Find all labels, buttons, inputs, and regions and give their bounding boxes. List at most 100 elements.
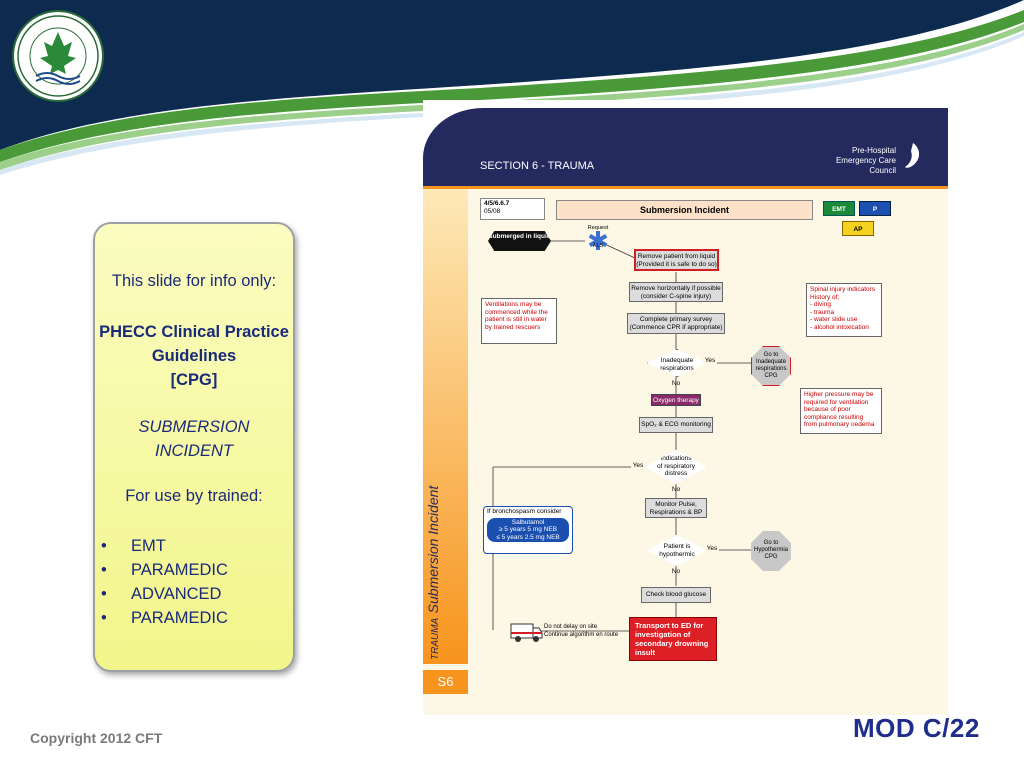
- ambulance-icon: [510, 623, 543, 642]
- goto2-line-b: Hypothermia: [753, 547, 788, 553]
- bronchospasm-title: If bronchospasm consider: [487, 508, 562, 515]
- badge-emt: EMT: [823, 201, 855, 216]
- note-do-not-delay: Do not delay on site Continue algorithm …: [544, 624, 626, 639]
- badge-ap: AP: [842, 221, 874, 236]
- step-survey-line-b: (Commence CPR if appropriate): [629, 323, 723, 331]
- salbutamol-name: Salbutamol: [511, 518, 545, 526]
- info-line-1: This slide for info only:: [111, 272, 277, 290]
- list-item: PARAMEDIC: [95, 606, 228, 630]
- goto1-line-b: Inadequate: [755, 359, 787, 365]
- no-label: No: [671, 486, 681, 493]
- decision-hypo-line-a: Patient is: [663, 543, 691, 550]
- list-item: EMT: [95, 534, 228, 558]
- flowchart-title: Submersion Incident: [556, 200, 813, 220]
- version-number: 4/5/6.6.7: [484, 200, 510, 207]
- info-trained-label: For use by trained:: [125, 487, 263, 505]
- info-topic-line-a: SUBMERSION: [138, 418, 250, 436]
- delay-line-b: Continue algorithm en route: [544, 631, 619, 638]
- note-spinal-line: - alcohol intoxication: [810, 323, 869, 331]
- phecc-line-3: Council: [869, 166, 896, 175]
- decision-resp-line-a: Inadequate: [660, 357, 694, 364]
- badge-p: P: [859, 201, 891, 216]
- decision-distress-line-a: Indications: [660, 455, 692, 462]
- goto-inadequate-respirations: Go to Inadequate respirations CPG: [751, 346, 791, 386]
- step-monitor-pulse: Monitor Pulse, Respirations & BP: [645, 498, 707, 518]
- trained-list: EMT PARAMEDIC ADVANCED PARAMEDIC: [95, 534, 228, 630]
- step-check-glucose: Check blood glucose: [641, 587, 711, 603]
- phecc-logo-icon: [905, 143, 920, 168]
- monitor-line-b: Respirations & BP: [649, 508, 703, 516]
- doc-section-title: SECTION 6 - TRAUMA: [480, 160, 594, 172]
- info-topic-line-b: INCIDENT: [155, 442, 233, 460]
- no-label: No: [671, 380, 681, 387]
- note-spinal-line: - diving: [810, 301, 831, 308]
- step-spo2-ecg: SpO₂ & ECG monitoring: [639, 417, 713, 433]
- star-request: Request: [587, 225, 609, 231]
- info-guidelines-line-a: PHECC Clinical Practice: [99, 323, 289, 341]
- module-reference: MOD C/22: [853, 713, 980, 743]
- delay-line-a: Do not delay on site: [544, 624, 598, 630]
- info-guidelines-heading: PHECC Clinical Practice Guidelines [CPG]: [95, 320, 293, 392]
- doc-divider: [423, 186, 948, 189]
- phecc-line-2: Emergency Care: [835, 156, 896, 165]
- salbutamol-dose-1: ≥ 5 years 5 mg NEB: [498, 526, 558, 533]
- step-oxygen-therapy: Oxygen therapy: [651, 394, 701, 406]
- phecc-name: Pre-Hospital Emergency Care Council: [836, 146, 896, 176]
- goto2-line-c: CPG: [764, 554, 778, 560]
- note-spinal-line: - water slide use: [810, 316, 858, 323]
- version-box: 4/5/6.6.7 05/08: [480, 198, 545, 220]
- decision-resp-line-b: respirations: [660, 364, 694, 372]
- goto1-line-a: Go to: [763, 352, 779, 358]
- goto1-line-c: respirations: [755, 366, 787, 372]
- note-higher-pressure: Higher pressure may be required for vent…: [800, 388, 882, 434]
- yes-label: Yes: [631, 462, 645, 470]
- step-transport-ed: Transport to ED for investigation of sec…: [629, 617, 717, 661]
- goto2-line-a: Go to: [763, 540, 779, 546]
- council-logo: [12, 10, 104, 102]
- cpg-document: SECTION 6 - TRAUMA Pre-Hospital Emergenc…: [423, 100, 948, 715]
- list-item: ADVANCED: [95, 582, 228, 606]
- note-ventilations: Ventilations may be commenced while the …: [481, 298, 557, 344]
- star-of-life-icon: ✱: [587, 226, 609, 256]
- decision-hypo-line-b: hypothermic: [659, 550, 695, 558]
- bronchospasm-box: If bronchospasm consider Salbutamol ≥ 5 …: [483, 506, 573, 554]
- header-banner: [0, 0, 1024, 175]
- step-remove-line-b: (Provided it is safe to do so): [636, 260, 717, 268]
- phecc-line-1: Pre-Hospital: [851, 146, 896, 155]
- info-guidelines-line-c: [CPG]: [170, 371, 218, 389]
- info-guidelines-line-b: Guidelines: [151, 347, 237, 365]
- goto-hypothermia: Go to Hypothermia CPG: [751, 531, 791, 571]
- version-date: 05/08: [484, 207, 501, 215]
- yes-label: Yes: [703, 357, 717, 365]
- step-remove-patient: Remove patient from liquid (Provided it …: [634, 249, 719, 271]
- step-horiz-line-b: (consider C-spine injury): [640, 292, 712, 300]
- decision-distress-line-c: distress: [664, 470, 688, 477]
- doc-section-prefix: SECTION 6 -: [480, 160, 548, 172]
- note-spinal-line: History of;: [810, 293, 840, 301]
- monitor-line-a: Monitor Pulse,: [655, 501, 697, 508]
- yes-label: Yes: [705, 545, 719, 553]
- copyright: Copyright 2012 CFT: [30, 730, 163, 746]
- logo-emblem-icon: [17, 15, 99, 97]
- goto1-line-d: CPG: [764, 373, 778, 379]
- info-panel: This slide for info only: PHECC Clinical…: [93, 222, 295, 672]
- step-primary-survey: Complete primary survey (Commence CPR if…: [627, 313, 725, 334]
- step-remove-horizontally: Remove horizontally if possible (conside…: [629, 282, 723, 302]
- step-horiz-line-a: Remove horizontally if possible: [631, 285, 721, 292]
- note-spinal-injury: Spinal injury indicators History of; - d…: [806, 283, 882, 337]
- list-item: PARAMEDIC: [95, 558, 228, 582]
- salbutamol-dose-2: ≤ 5 years 2.5 mg NEB: [496, 533, 560, 541]
- start-submerged: Submerged in liquid: [488, 231, 551, 251]
- no-label: No: [671, 568, 681, 575]
- note-spinal-line: - trauma: [810, 308, 835, 316]
- decision-distress-line-b: of respiratory: [657, 462, 695, 470]
- note-spinal-title: Spinal injury indicators: [810, 286, 876, 293]
- doc-section-name: TRAUMA: [547, 160, 595, 172]
- page-code: S6: [423, 670, 468, 694]
- doc-header: SECTION 6 - TRAUMA Pre-Hospital Emergenc…: [423, 108, 948, 186]
- step-remove-line-a: Remove patient from liquid: [637, 253, 716, 260]
- step-survey-line-a: Complete primary survey: [639, 316, 713, 323]
- info-topic: SUBMERSION INCIDENT: [95, 415, 293, 463]
- star-als: ALS: [592, 243, 604, 249]
- doc-side-strip: [423, 189, 468, 664]
